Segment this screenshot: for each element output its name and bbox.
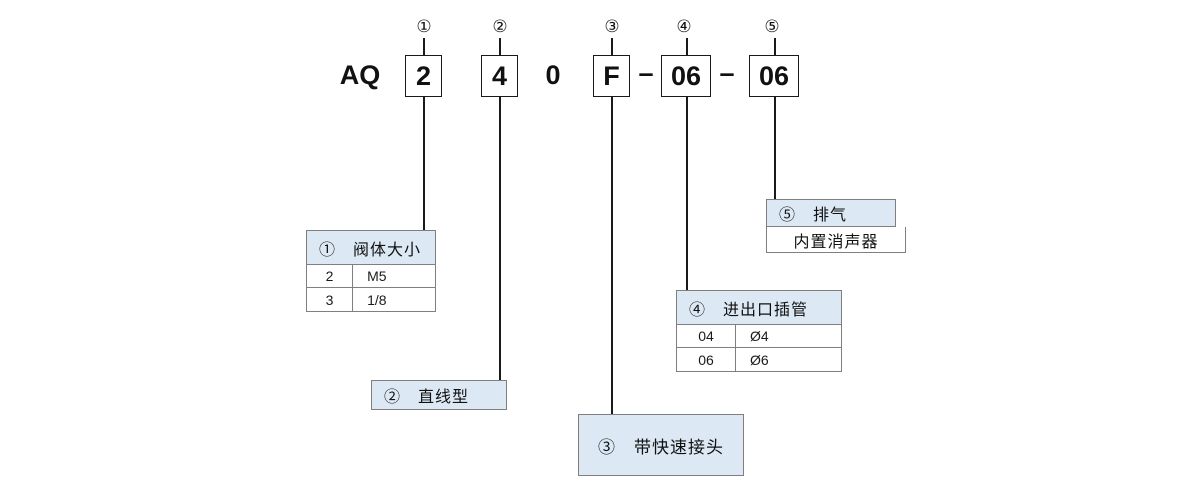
code-box-5: 06 bbox=[749, 55, 799, 97]
leader-line-5 bbox=[774, 97, 776, 200]
callout-port-tube: ④ 进出口插管 04 Ø4 06 Ø6 bbox=[676, 290, 842, 372]
marker-stem-3 bbox=[611, 38, 613, 56]
code-box-1: 2 bbox=[405, 55, 442, 97]
table-row: 3 1/8 bbox=[307, 288, 435, 311]
port-tube-code-0: 04 bbox=[677, 325, 737, 347]
index-marker-3: ③ bbox=[604, 17, 620, 36]
callout-straight-type: ② 直线型 bbox=[371, 380, 507, 410]
leader-line-3 bbox=[611, 97, 613, 415]
leader-line-1 bbox=[423, 97, 425, 231]
table-row: 06 Ø6 bbox=[677, 348, 841, 371]
callout-port-tube-header: ④ 进出口插管 bbox=[677, 291, 841, 325]
callout-valve-size-header: ① 阀体大小 bbox=[307, 231, 435, 265]
marker-stem-2 bbox=[499, 38, 501, 56]
callout-quick-fitting: ③ 带快速接头 bbox=[578, 414, 744, 476]
table-row: 04 Ø4 bbox=[677, 325, 841, 348]
code-dash-2: – bbox=[719, 58, 735, 88]
marker-stem-5 bbox=[774, 38, 776, 56]
code-dash-1: – bbox=[638, 58, 654, 88]
code-digit-0: 0 bbox=[545, 60, 561, 90]
valve-size-code-1: 3 bbox=[307, 288, 354, 311]
code-box-2: 4 bbox=[481, 55, 518, 97]
code-prefix: AQ bbox=[339, 60, 381, 90]
valve-size-desc-1: 1/8 bbox=[367, 291, 387, 308]
index-marker-1: ① bbox=[416, 17, 432, 36]
port-tube-desc-1: Ø6 bbox=[750, 351, 769, 368]
code-box-4: 06 bbox=[661, 55, 711, 97]
index-marker-4: ④ bbox=[676, 17, 692, 36]
code-box-3: F bbox=[593, 55, 630, 97]
index-marker-5: ⑤ bbox=[764, 17, 780, 36]
valve-size-code-0: 2 bbox=[307, 265, 354, 287]
port-tube-desc-0: Ø4 bbox=[750, 328, 769, 344]
valve-size-desc-0: M5 bbox=[367, 268, 387, 284]
table-row: 2 M5 bbox=[307, 265, 435, 288]
index-marker-2: ② bbox=[492, 17, 508, 36]
callout-valve-size: ① 阀体大小 2 M5 3 1/8 bbox=[306, 230, 436, 312]
port-tube-code-1: 06 bbox=[677, 348, 737, 371]
callout-exhaust-header: ⑤ 排气 bbox=[766, 199, 896, 227]
callout-exhaust-note: 内置消声器 bbox=[766, 227, 906, 253]
leader-line-4 bbox=[686, 97, 688, 291]
leader-line-2 bbox=[499, 97, 501, 381]
marker-stem-4 bbox=[686, 38, 688, 56]
marker-stem-1 bbox=[423, 38, 425, 56]
